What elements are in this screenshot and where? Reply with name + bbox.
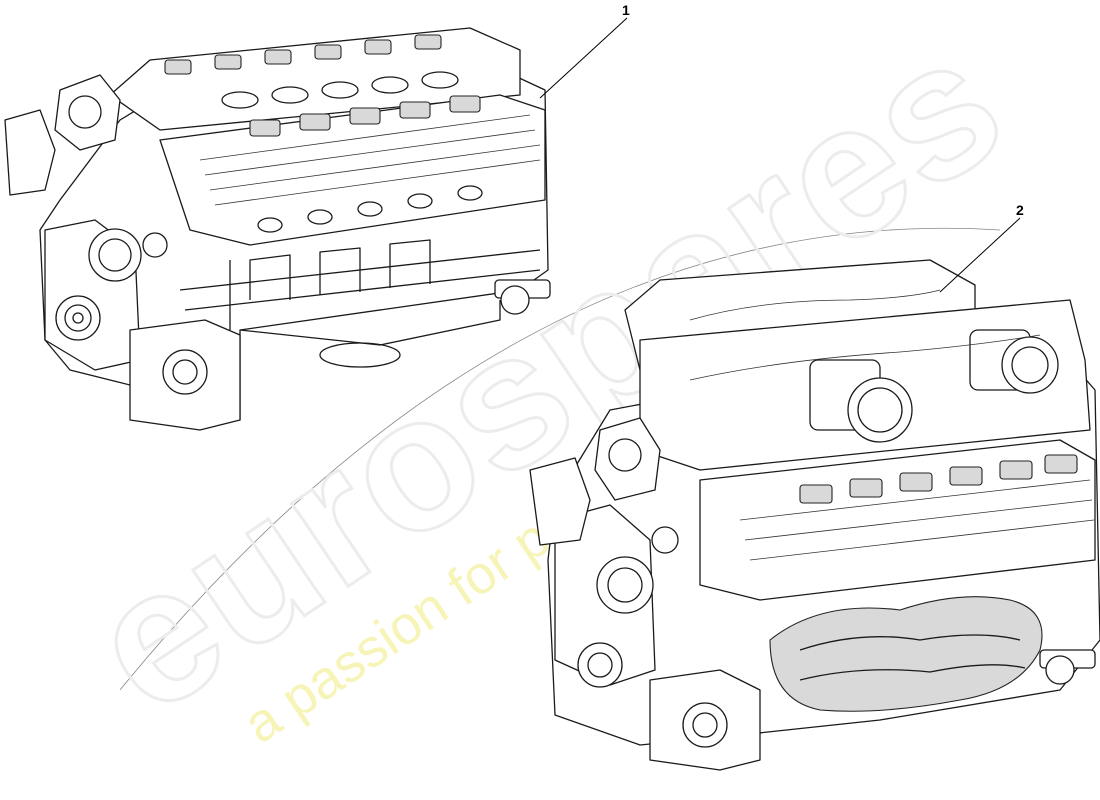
callout-2[interactable]: 2 xyxy=(939,202,1024,293)
callout-1-label: 1 xyxy=(622,2,630,18)
callout-2-leader xyxy=(939,217,1021,293)
watermark-swoosh xyxy=(119,227,1001,691)
callout-1-leader xyxy=(539,17,628,99)
callout-1[interactable]: 1 xyxy=(539,2,630,99)
engine-2-drawing[interactable] xyxy=(529,259,1100,771)
engine-1-drawing[interactable] xyxy=(4,27,551,431)
callout-2-label: 2 xyxy=(1016,202,1024,218)
